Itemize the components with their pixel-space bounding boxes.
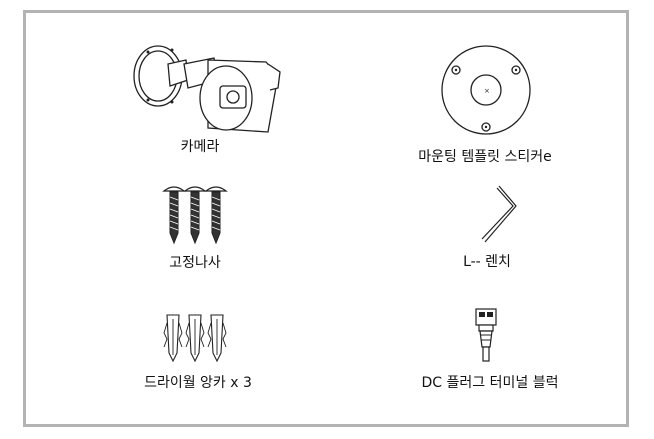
anchors-label: 드라이월 앙카 x 3 — [144, 375, 252, 391]
wrench-label: L-- 렌치 — [463, 254, 511, 270]
mounting-template-sticker-icon: × — [441, 45, 531, 135]
l-wrench-icon — [481, 185, 517, 243]
screws-icon — [162, 186, 228, 245]
camera-label: 카메라 — [180, 139, 220, 155]
screws-label: 고정나사 — [169, 255, 221, 271]
svg-text:×: × — [484, 87, 490, 95]
drywall-anchor-icon — [163, 314, 227, 363]
terminal-label: DC 플러그 터미널 블럭 — [421, 375, 559, 391]
sticker-label: 마운팅 템플릿 스티커e — [418, 149, 552, 165]
package-contents-panel — [23, 10, 629, 427]
dc-plug-terminal-block-icon — [475, 308, 497, 362]
bullet-camera-icon — [133, 45, 281, 133]
